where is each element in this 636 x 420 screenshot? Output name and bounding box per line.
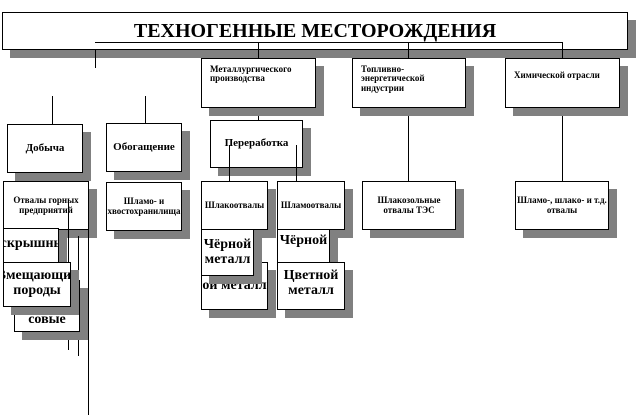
label: Шламо- и хвостохранилища — [107, 196, 181, 216]
connector — [408, 108, 409, 182]
fuel-box: Топливно-энергетической индустрии — [352, 58, 466, 108]
connector — [258, 42, 259, 62]
label: Вмещающие породы — [4, 268, 71, 298]
connector — [562, 42, 563, 62]
connector — [229, 145, 230, 183]
label: Отвалы горных предприятий — [13, 195, 79, 215]
chem-dumps-box: Шламо-, шлако- и т.д. отвалы — [515, 181, 609, 230]
label: Вскрышные — [4, 236, 58, 251]
connector — [296, 145, 297, 183]
connector — [562, 108, 563, 182]
tailings-box: Шламо- и хвостохранилища — [106, 182, 182, 231]
label: Шлакозольные отвалы ТЭС — [377, 195, 441, 215]
processing-box: Переработка — [210, 120, 303, 168]
connector — [95, 50, 96, 68]
label: совые — [28, 312, 66, 328]
slag-box: Шлакоотвалы — [201, 181, 268, 230]
enrich-box: Обогащение — [106, 123, 182, 172]
connector — [95, 42, 563, 43]
connector — [258, 108, 259, 122]
host-box: Вмещающие породы — [3, 262, 71, 307]
label: Чёрной — [279, 233, 328, 248]
label: Шлакоотвалы — [204, 199, 265, 210]
label: Химической отрасли — [514, 70, 600, 80]
label: Шламоотвалы — [280, 199, 342, 210]
label: ой металл — [202, 278, 267, 293]
mining-box: Добыча — [7, 124, 83, 173]
title-box: ТЕХНОГЕННЫЕ МЕСТОРОЖДЕНИЯ — [2, 12, 628, 50]
label: Цветной металл — [283, 268, 339, 298]
metal-box: Металлургического производства — [201, 58, 316, 108]
label: Топливно-энергетической индустрии — [361, 64, 425, 93]
connector — [88, 200, 89, 415]
sludge-box: Шламоотвалы — [277, 181, 345, 230]
chem-box: Химической отрасли — [505, 58, 620, 108]
label: Обогащение — [113, 140, 175, 153]
ash-box: Шлакозольные отвалы ТЭС — [362, 181, 456, 230]
ferrous-box: Чёрной металл — [201, 229, 254, 276]
label: Добыча — [25, 141, 65, 154]
title-text: ТЕХНОГЕННЫЕ МЕСТОРОЖДЕНИЯ — [133, 19, 497, 42]
connector — [408, 42, 409, 62]
label: Чёрной металл — [203, 236, 252, 267]
label: Переработка — [224, 137, 289, 150]
nonferrous-box: Цветной металл — [277, 262, 345, 310]
mining-dumps-box: Отвалы горных предприятий — [3, 181, 89, 230]
label: Металлургического производства — [210, 64, 292, 84]
label: Шламо-, шлако- и т.д. отвалы — [517, 195, 607, 215]
